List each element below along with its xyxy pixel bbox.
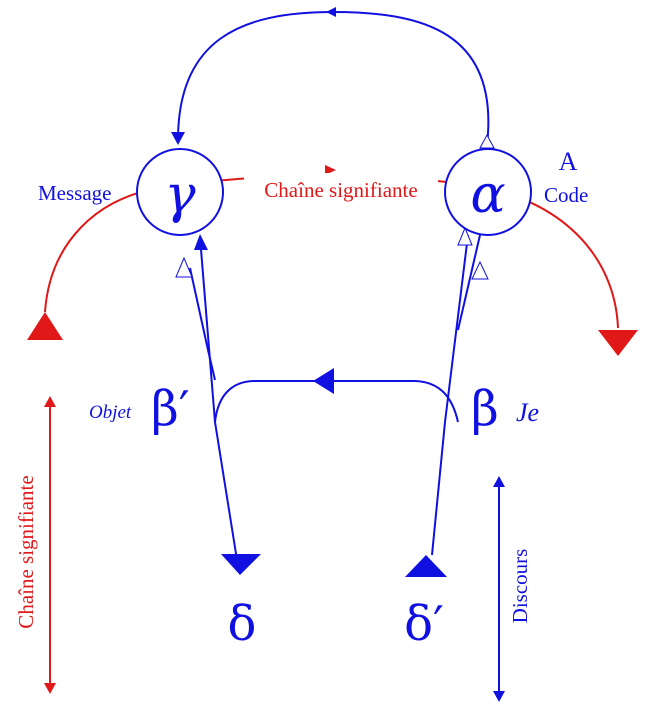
right-channel-outer	[431, 234, 469, 556]
signifying-chain-arc-label: Chaîne signifiante	[264, 178, 417, 202]
left-channel-outer	[199, 236, 238, 561]
je-label: Je	[516, 398, 539, 427]
objet-label: Objet	[89, 402, 132, 423]
delta-arrowhead	[221, 554, 261, 575]
delta-prime-arrowhead	[405, 555, 447, 577]
beta-prime-symbol: β′	[151, 381, 190, 437]
gamma-symbol: γ	[164, 165, 196, 225]
delta-prime-symbol: δ′	[404, 596, 444, 652]
right-channel-open-arrowhead-1	[457, 226, 473, 246]
gamma-bottom-arrowhead	[194, 234, 208, 250]
left-side-arrow-bottom	[44, 683, 56, 694]
beta-symbol: β	[471, 381, 499, 437]
right-side-label: Discours	[508, 549, 532, 624]
right-side-arrow-bottom	[493, 691, 505, 702]
top-return-arc	[177, 10, 490, 146]
left-side-label: Chaîne signifiante	[14, 475, 38, 628]
top-arc-arrowhead	[326, 7, 336, 17]
alpha-exit-open-arrowhead	[479, 133, 495, 149]
right-side-arrow-top	[493, 476, 505, 487]
signifying-chain-left-end	[27, 312, 63, 340]
code-label-top: A	[559, 147, 578, 176]
alpha-symbol: α	[470, 165, 505, 225]
gamma-node-circle	[136, 148, 224, 236]
code-label: Code	[544, 183, 588, 207]
message-label: Message	[38, 181, 111, 205]
horizontal-connector	[214, 380, 459, 423]
alpha-node-circle	[444, 148, 532, 236]
gamma-entry-arrowhead	[171, 132, 185, 145]
horizontal-connector-arrowhead	[313, 368, 334, 394]
left-side-arrow-top	[44, 396, 56, 407]
signifying-chain-right-end	[598, 330, 638, 356]
right-channel-inner	[457, 234, 481, 331]
signifying-chain-mid-arrowhead	[325, 165, 336, 175]
arc-label-backing	[244, 173, 438, 203]
left-channel-open-arrowhead	[175, 256, 193, 278]
right-channel-open-arrowhead-2	[471, 260, 489, 280]
delta-symbol: δ	[228, 596, 257, 652]
left-channel-inner	[189, 267, 216, 381]
